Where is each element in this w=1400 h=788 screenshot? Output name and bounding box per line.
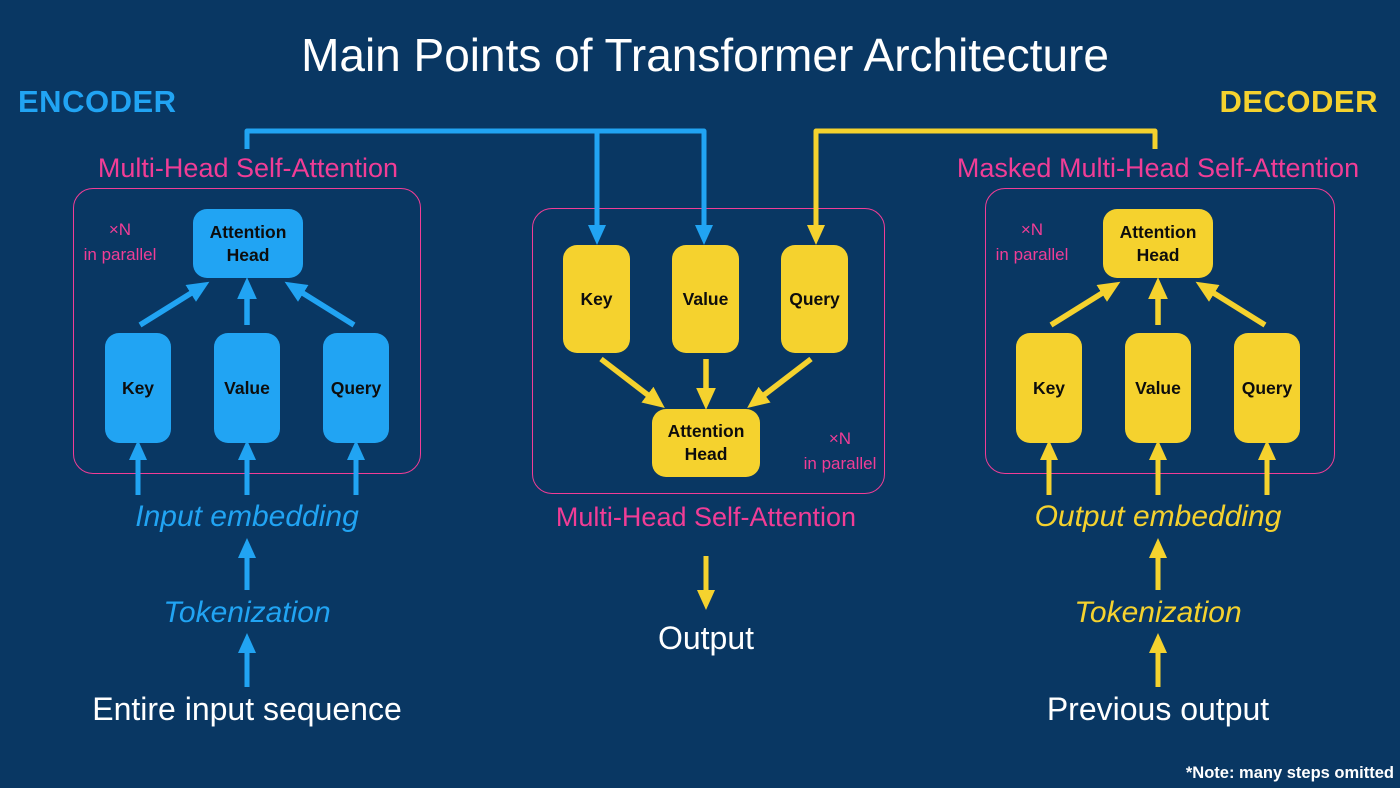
encoder-repeat-note: ×N in parallel [83, 220, 157, 264]
encoder-value-box: Value [214, 333, 280, 443]
output-label: Output [657, 620, 755, 656]
middle-attention-panel [532, 208, 885, 494]
decoder-attention-head-box: Attention Head [1103, 209, 1213, 278]
encoder-kvq-to-head-arrows [138, 277, 356, 328]
decoder-tokenization-label: Tokenization [1074, 596, 1242, 629]
footnote: *Note: many steps omitted [1185, 764, 1394, 782]
page-title: Main Points of Transformer Architecture [301, 29, 1109, 81]
middle-attention-head-box: Attention Head [652, 409, 760, 477]
middle-kvq-to-head-arrows [599, 356, 813, 410]
decoder-input-arrows [1040, 440, 1277, 687]
encoder-key-box: Key [105, 333, 171, 443]
encoder-to-middle-connector [244, 128, 713, 245]
middle-query-box: Query [781, 245, 848, 353]
input-embedding-label: Input embedding [135, 500, 359, 533]
middle-section-title: Multi-Head Self-Attention [555, 502, 857, 532]
middle-key-box: Key [563, 245, 630, 353]
decoder-label: DECODER [1219, 84, 1378, 119]
decoder-kvq-to-head-arrows [1049, 277, 1267, 328]
decoder-repeat-note: ×N in parallel [995, 220, 1069, 264]
entire-input-sequence-label: Entire input sequence [92, 691, 402, 727]
encoder-attention-head-box: Attention Head [193, 209, 303, 278]
decoder-value-box: Value [1125, 333, 1191, 443]
middle-repeat-note: ×N in parallel [803, 429, 877, 473]
encoder-section-title: Multi-Head Self-Attention [97, 153, 399, 183]
decoder-section-title: Masked Multi-Head Self-Attention [956, 153, 1360, 183]
middle-value-box: Value [672, 245, 739, 353]
encoder-tokenization-label: Tokenization [163, 596, 331, 629]
encoder-label: ENCODER [18, 84, 177, 119]
previous-output-label: Previous output [1046, 691, 1270, 727]
middle-to-decoder-connector [806, 128, 1158, 245]
decoder-key-box: Key [1016, 333, 1082, 443]
decoder-query-box: Query [1234, 333, 1300, 443]
output-embedding-label: Output embedding [1034, 500, 1282, 533]
encoder-input-arrows [129, 440, 366, 687]
encoder-query-box: Query [323, 333, 389, 443]
